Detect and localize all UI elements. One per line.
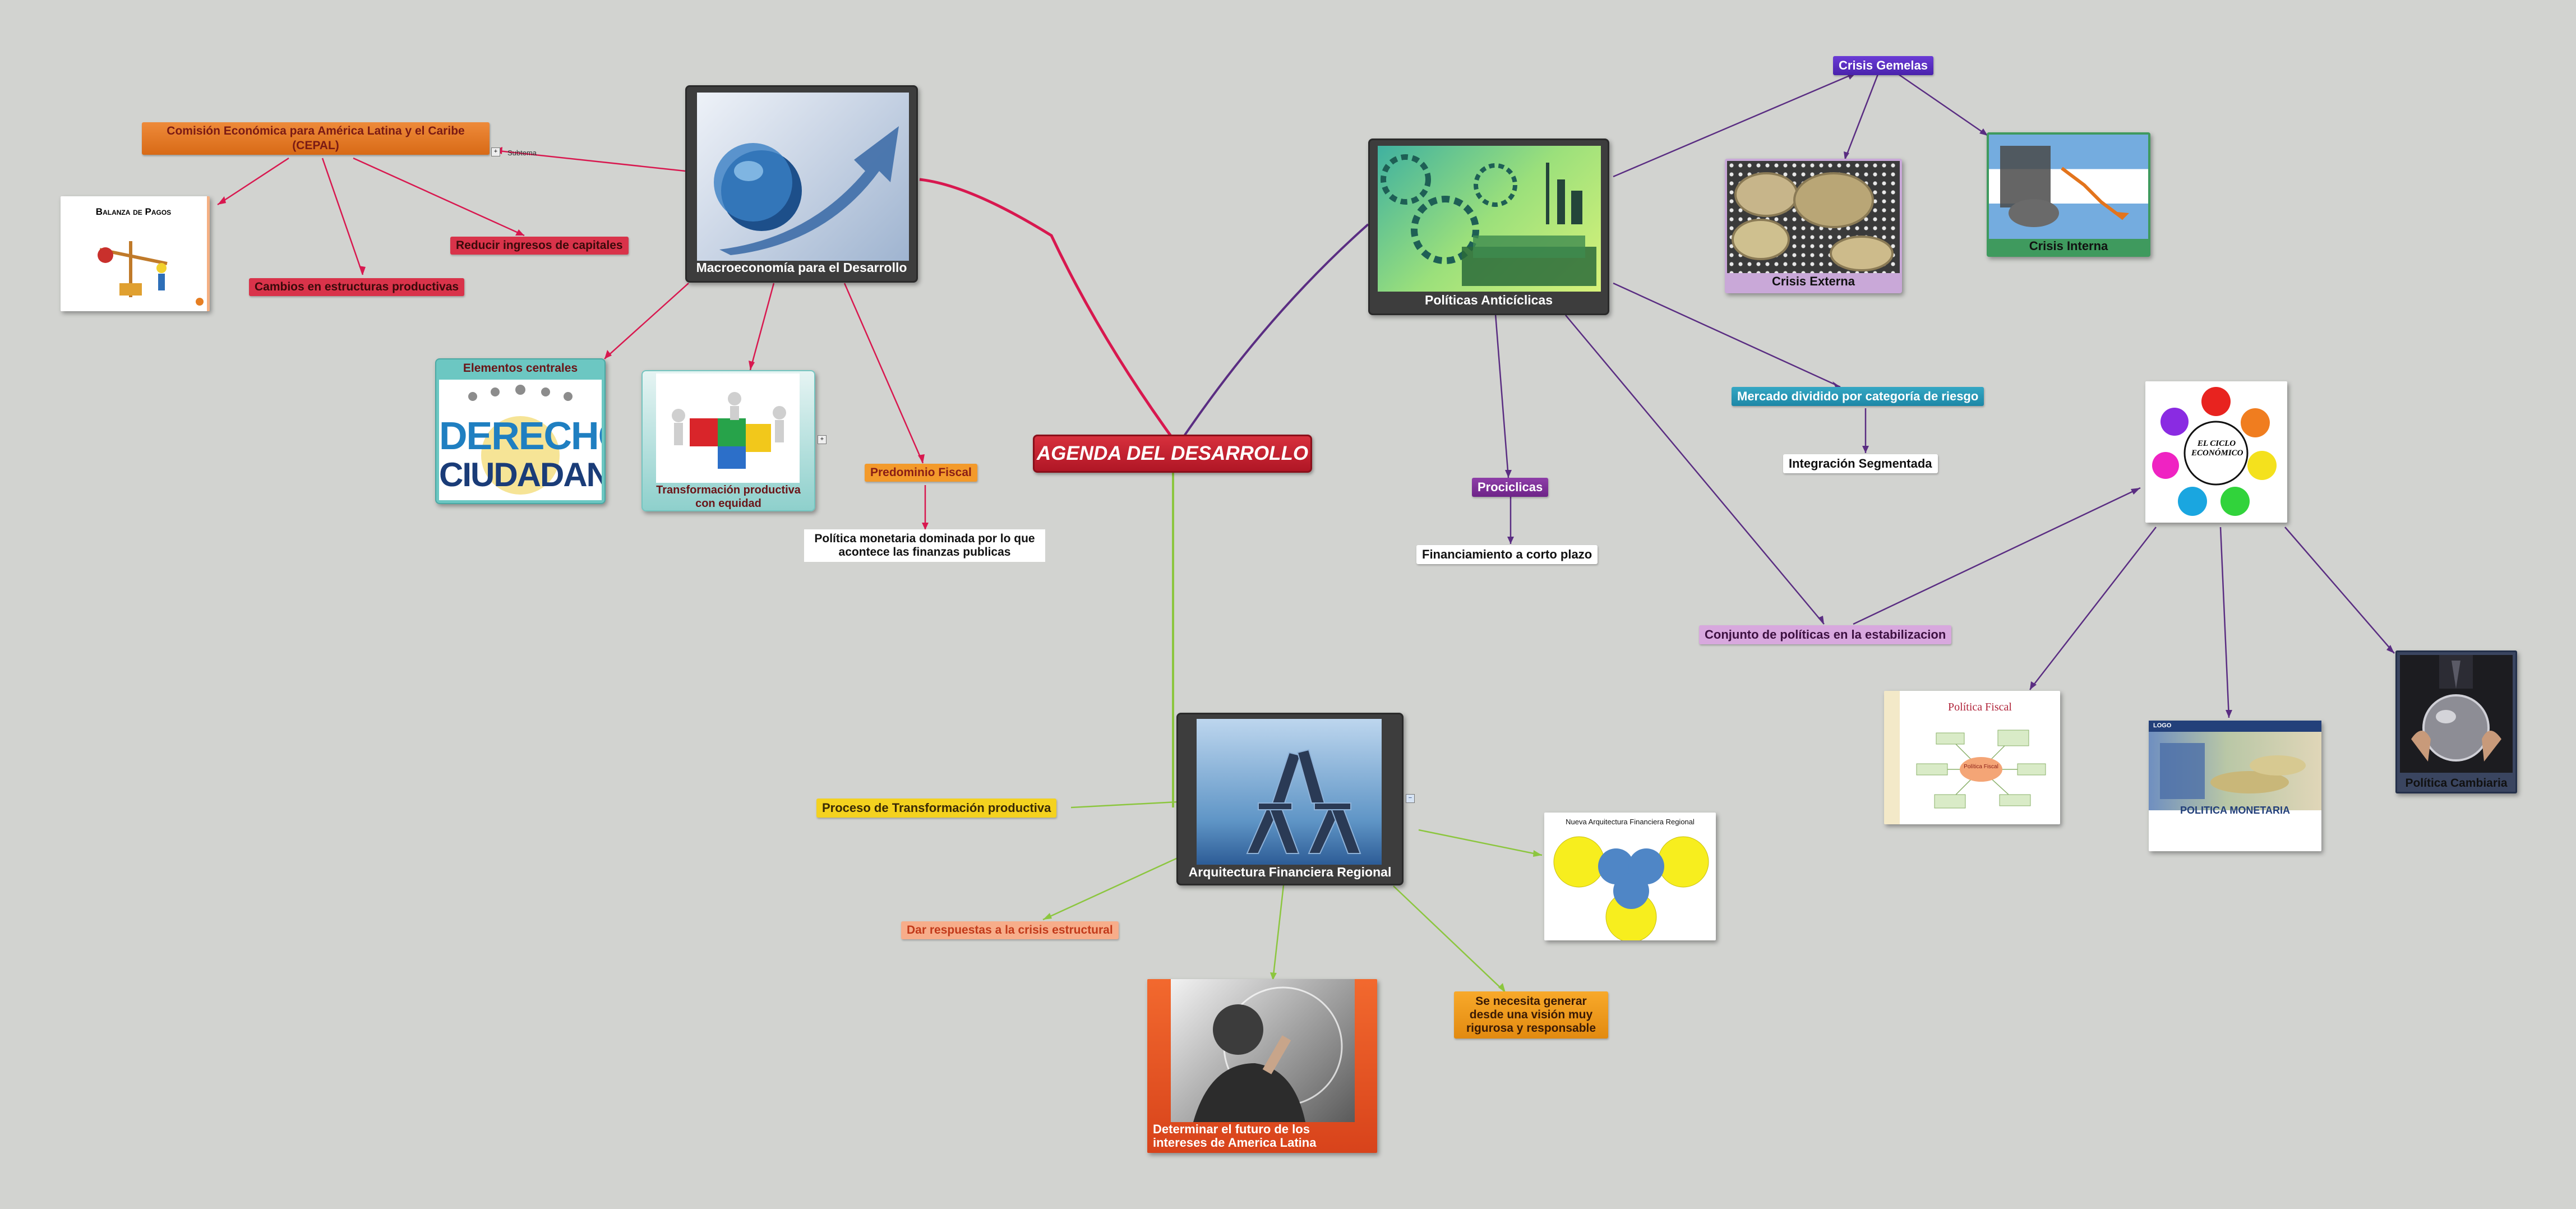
scale-illustration (98, 241, 168, 297)
macro-topic[interactable]: Macroeconomía para el Desarrollo (685, 85, 918, 283)
transformacion-caption: Transformación productiva con equidad (656, 484, 801, 510)
determinar-card[interactable]: Determinar el futuro de los intereses de… (1147, 979, 1377, 1153)
monetaria-logo: LOGO (2153, 722, 2172, 729)
politica-fiscal-card[interactable]: Política Fiscal Política Fiscal (1884, 691, 2060, 824)
predominio-node[interactable]: Predominio Fiscal (865, 464, 977, 482)
collapse-toggle[interactable]: + (491, 147, 500, 156)
crisis-externa-title: Crisis Externa (1772, 274, 1855, 288)
orange-dot-icon (196, 298, 204, 306)
anticiclicas-topic[interactable]: Políticas Anticíclicas (1368, 139, 1609, 315)
nueva-arquitectura-card[interactable]: Nueva Arquitectura Financiera Regional (1544, 813, 1716, 940)
cambios-node[interactable]: Cambios en estructuras productivas (249, 278, 465, 296)
elementos-card[interactable]: Elementos centrales DERECHOS CIUDADANO (435, 358, 606, 504)
coins-image (1727, 161, 1900, 273)
crisis-gemelas-node[interactable]: Crisis Gemelas (1833, 56, 1933, 75)
determinar-title: Determinar el futuro de los intereses de… (1153, 1122, 1317, 1150)
mercado-node[interactable]: Mercado dividido por categoría de riesgo (1732, 387, 1984, 406)
ciclo-card[interactable]: EL CICLO ECONÓMICO (2145, 381, 2287, 523)
financiamiento-node[interactable]: Financiamiento a corto plazo (1416, 545, 1598, 564)
businessman-image (1171, 979, 1355, 1122)
reducir-node[interactable]: Reducir ingresos de capitales (450, 237, 629, 255)
crisis-interna-title: Crisis Interna (2029, 239, 2108, 253)
derechos-image: DERECHOS CIUDADANO (439, 380, 602, 500)
globe-arrow-image (697, 93, 909, 261)
money-gears-image (1378, 146, 1601, 292)
ciclo-diagram (2152, 387, 2277, 516)
balanza-card[interactable]: Balanza de Pagos (61, 196, 210, 311)
cepal-node[interactable]: Comisión Económica para América Latina y… (142, 122, 490, 155)
money-image (2149, 732, 2321, 810)
generar-node[interactable]: Se necesita generar desde una visión muy… (1454, 991, 1608, 1039)
collapse-toggle-3[interactable]: − (1406, 794, 1415, 803)
fiscal-title: Política Fiscal (1948, 701, 2012, 713)
collapse-toggle-2[interactable]: + (818, 435, 827, 444)
fiscal-diagram (1916, 730, 2046, 809)
elementos-title: Elementos centrales (463, 362, 578, 375)
fiscal-center-label: Política Fiscal (1964, 764, 1998, 770)
dar-node[interactable]: Dar respuestas a la crisis estructural (901, 921, 1119, 939)
crisis-externa-card[interactable]: Crisis Externa (1725, 159, 1902, 293)
card-tower-image (1197, 719, 1382, 865)
derechos-line1: DERECHOS (439, 414, 602, 458)
anticiclicas-title: Políticas Anticíclicas (1425, 293, 1553, 307)
ciclo-title: EL CICLO ECONÓMICO (2191, 439, 2243, 458)
subtema-label: Subtema (507, 149, 537, 157)
puzzle-image (656, 373, 800, 483)
integracion-node[interactable]: Integración Segmentada (1783, 454, 1938, 473)
prociclicas-node[interactable]: Prociclicas (1472, 478, 1549, 497)
crystal-ball-image (2400, 655, 2513, 773)
derechos-line2: CIUDADANO (439, 456, 602, 493)
crisis-interna-card[interactable]: Crisis Interna (1987, 132, 2150, 257)
central-topic[interactable]: AGENDA DEL DESARROLLO (1033, 435, 1312, 473)
politica-cambiaria-card[interactable]: Política Cambiaria (2395, 650, 2517, 793)
conjunto-node[interactable]: Conjunto de políticas en la estabilizaci… (1699, 625, 1952, 644)
nueva-diagram (1553, 836, 1709, 940)
transformacion-card[interactable]: Transformación productiva con equidad (641, 370, 815, 511)
monetaria-title: POLITICA MONETARIA (2180, 805, 2290, 816)
cambiaria-title: Política Cambiaria (2405, 777, 2508, 790)
argentina-flag-image (1989, 135, 2148, 239)
proceso-node[interactable]: Proceso de Transformación productiva (816, 799, 1057, 818)
arquitectura-topic[interactable]: Arquitectura Financiera Regional (1176, 713, 1404, 885)
balanza-title: Balanza de Pagos (95, 206, 172, 217)
nueva-title: Nueva Arquitectura Financiera Regional (1566, 818, 1695, 826)
arquitectura-title: Arquitectura Financiera Regional (1188, 865, 1392, 879)
macro-title: Macroeconomía para el Desarrollo (696, 260, 907, 275)
politica-monetaria-node[interactable]: Política monetaria dominada por lo que a… (804, 529, 1045, 562)
monetaria-logo-bar (2149, 721, 2321, 732)
politica-monetaria-card[interactable]: LOGO POLITICA MONETARIA (2149, 721, 2321, 851)
